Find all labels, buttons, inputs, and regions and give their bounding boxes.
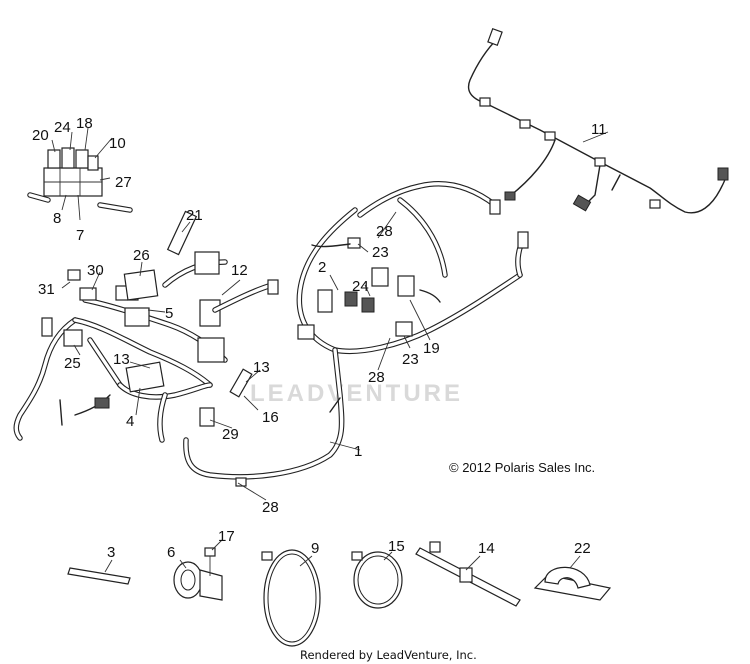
- cable-tie-item-15: [351, 551, 403, 609]
- callout-4: 4: [126, 413, 134, 430]
- callout-21: 21: [186, 207, 203, 224]
- callout-24a: 24: [54, 119, 71, 136]
- main-harness: [183, 181, 529, 487]
- callout-14: 14: [478, 540, 495, 557]
- callout-29: 29: [222, 426, 239, 443]
- callout-7: 7: [76, 227, 84, 244]
- watermark: LEADVENTURE: [250, 380, 463, 407]
- fuse-relay-box: [27, 147, 133, 213]
- callouts: 1 2 3 4 5 6 7 8 9 10 11 12 13 13 14 15 1…: [32, 115, 607, 561]
- rear-harness: [467, 27, 729, 214]
- callout-20: 20: [32, 127, 49, 144]
- callout-8: 8: [53, 210, 61, 227]
- strap-item-3: [67, 567, 131, 585]
- callout-5: 5: [165, 305, 173, 322]
- callout-3: 3: [107, 544, 115, 561]
- callout-1: 1: [354, 443, 362, 460]
- callout-2: 2: [318, 259, 326, 276]
- cable-tie-item-9: [261, 549, 321, 647]
- callout-27: 27: [115, 174, 132, 191]
- callout-23b: 23: [402, 351, 419, 368]
- callout-26: 26: [133, 247, 150, 264]
- callout-28b: 28: [368, 369, 385, 386]
- callout-24b: 24: [352, 278, 369, 295]
- render-credit: Rendered by LeadVenture, Inc.: [300, 648, 477, 662]
- screw-item-17: [204, 547, 216, 576]
- callout-30: 30: [87, 262, 104, 279]
- callout-12: 12: [231, 262, 248, 279]
- callout-16: 16: [262, 409, 279, 426]
- callout-22: 22: [574, 540, 591, 557]
- callout-19: 19: [423, 340, 440, 357]
- callout-10: 10: [109, 135, 126, 152]
- callout-9: 9: [311, 540, 319, 557]
- copyright-text: © 2012 Polaris Sales Inc.: [449, 460, 595, 475]
- callout-28a: 28: [376, 223, 393, 240]
- callout-6: 6: [167, 544, 175, 561]
- grommet-clip-item-6: [173, 561, 223, 601]
- callout-23a: 23: [372, 244, 389, 261]
- leader-lines: [51, 127, 581, 573]
- callout-17: 17: [218, 528, 235, 545]
- cable-tie-item-14: [415, 541, 521, 607]
- callout-15: 15: [388, 538, 405, 555]
- callout-25: 25: [64, 355, 81, 372]
- callout-18: 18: [76, 115, 93, 132]
- callout-13a: 13: [113, 351, 130, 368]
- control-modules: [123, 210, 279, 327]
- callout-13b: 13: [253, 359, 270, 376]
- front-harness: [13, 269, 253, 443]
- clip-item-22: [533, 566, 612, 601]
- callout-31: 31: [38, 281, 55, 298]
- callout-11: 11: [591, 121, 607, 138]
- callout-28c: 28: [262, 499, 279, 516]
